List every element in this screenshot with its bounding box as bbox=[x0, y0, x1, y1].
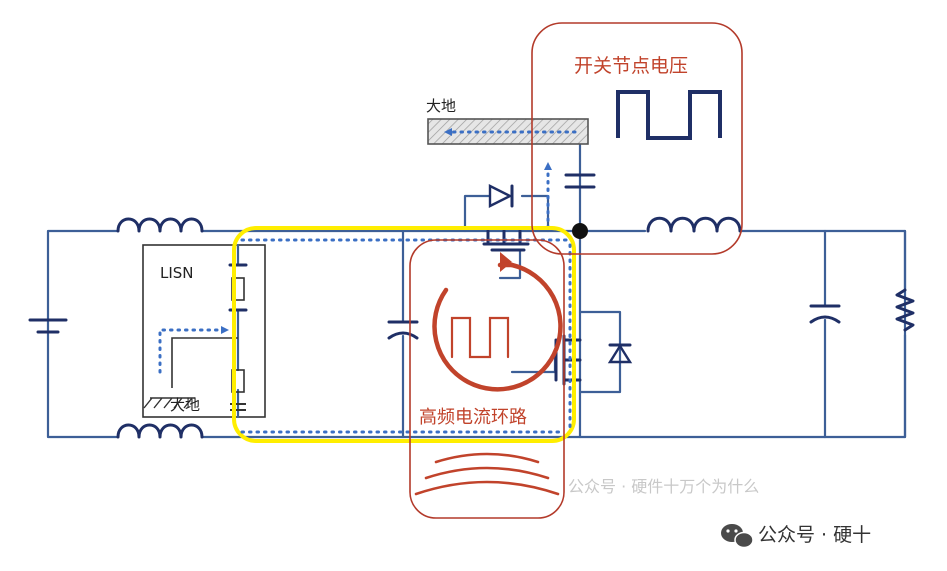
switch-node-dot bbox=[572, 223, 588, 239]
wechat-icon bbox=[721, 524, 754, 549]
ground-label-top: 大地 bbox=[426, 97, 456, 115]
input-battery bbox=[28, 318, 68, 334]
faint-watermark: 公众号 · 硬件十万个为什么 bbox=[568, 477, 759, 496]
highlight-box bbox=[232, 226, 576, 443]
output-capacitor bbox=[809, 304, 841, 324]
load-resistor bbox=[895, 288, 915, 332]
low-side-diode bbox=[607, 343, 633, 364]
switch-node-box bbox=[531, 22, 743, 255]
output-inductor bbox=[646, 216, 742, 233]
high-side-mosfet bbox=[482, 229, 530, 252]
input-capacitor bbox=[387, 320, 419, 340]
brand-watermark: 公众号 · 硬十 bbox=[758, 524, 871, 546]
parasitic-capacitor bbox=[564, 173, 596, 189]
hf-current-loop-icon bbox=[432, 252, 563, 392]
hf-loop-box bbox=[409, 239, 565, 519]
lisn-inductor-top bbox=[116, 217, 204, 233]
square-wave-icon bbox=[616, 90, 722, 140]
ground-plate bbox=[427, 118, 589, 145]
lisn-inductor-bottom bbox=[116, 423, 204, 439]
common-mode-flow bbox=[240, 238, 572, 434]
radiation-arcs-icon bbox=[414, 452, 560, 496]
main-wiring bbox=[46, 143, 907, 439]
hf-current-loop-label: 高频电流环路 bbox=[419, 407, 527, 428]
lisn-box bbox=[142, 243, 266, 419]
switch-node-voltage-label: 开关节点电压 bbox=[574, 55, 688, 77]
ground-label-lisn: 大地 bbox=[170, 396, 200, 414]
high-side-diode bbox=[488, 184, 514, 208]
lisn-label: LISN bbox=[160, 264, 194, 282]
